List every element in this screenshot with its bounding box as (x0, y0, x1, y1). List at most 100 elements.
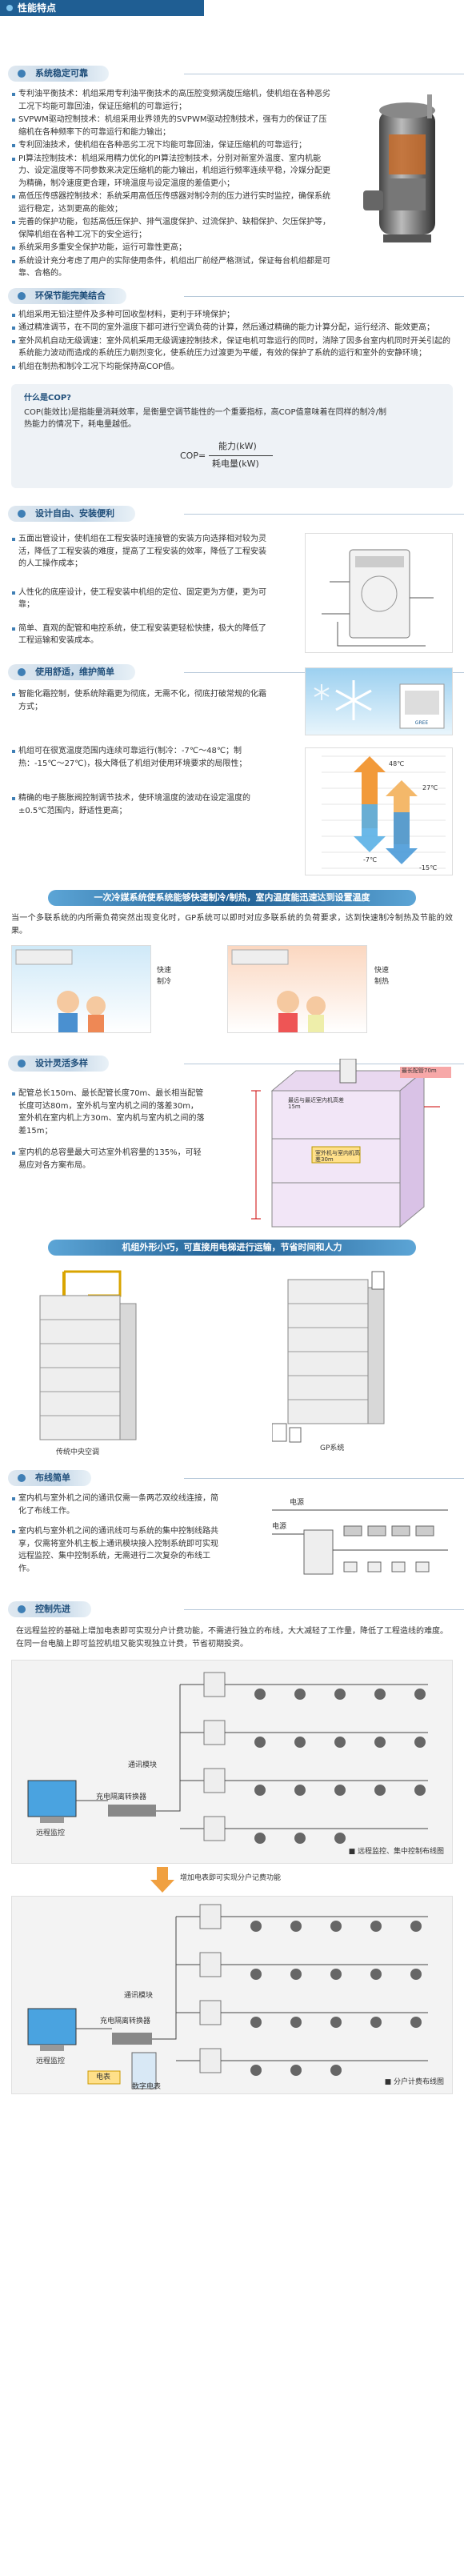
legend-central: ■ 远程监控、集中控制布线图 (348, 1848, 444, 1857)
temp-mid-label: 27℃ (422, 784, 438, 791)
list-item: 专利回油技术，使机组在各种恶劣工况下均能可靠回油，保证压缩机的可靠运行； (11, 139, 333, 152)
list-item: 通过精准调节，在不同的室外温度下都可进行空调负荷的计算，然后通过精确的能力计算分… (11, 322, 453, 335)
legend-billing-text: 分户计费布线图 (393, 2078, 444, 2087)
comm-module-label: 通讯模块 (128, 1761, 158, 1769)
fraction-line (209, 455, 273, 456)
comm-module-label-2: 通讯模块 (124, 1992, 154, 2000)
section-install: 设计自由、安装便利 五面出管设计，使机组在工程安装时连接管的安装方向选择相对较为… (0, 506, 464, 658)
header-bar (0, 0, 204, 16)
list-item: 智能化霜控制，使系统除霜更为彻底，无需不化，彻底打破常规的化霜方式； (11, 688, 269, 713)
section-control: 控制先进 在远程监控的基础上增加电表即可实现分户计费功能，不需进行独立的布线，大… (0, 1601, 464, 2094)
section-title-reliability: 系统稳定可靠 (8, 66, 109, 82)
wiring-list: 室内机与室外机之间的通讯仅需一条两芯双绞线连接，简化了布线工作。 室内机与室外机… (0, 1492, 232, 1575)
divider (184, 1478, 464, 1479)
list-item: 五面出管设计，使机组在工程安装时连接管的安装方向选择相对较为灵活，降低了工程安装… (11, 533, 269, 571)
traditional-ac-caption: 传统中央空调 (56, 1448, 100, 1456)
list-item: 完善的保护功能，包括高低压保护、排气温度保护、过流保护、缺相保护、欠压保护等，保… (11, 216, 333, 241)
list-item: 人性化的底座设计，使工程安装中机组的定位、固定更为方便，更为可靠； (11, 587, 269, 611)
list-item: PI算法控制技术：机组采用精力优化的PI算法控制技术，分别对新室外温度、室内机能… (11, 153, 333, 190)
section-title-eco: 环保节能完美结合 (8, 287, 126, 304)
gp-system-figure: GP系统 (272, 1264, 432, 1456)
reliability-list: 专利油平衡技术：机组采用专利油平衡技术的高压腔变频涡旋压缩机，使机组在各种恶劣工… (0, 88, 344, 280)
control-text: 在远程监控的基础上增加电表即可实现分户计费功能，不需进行独立的布线，大大减轻了工… (16, 1627, 448, 1649)
cop-numerator: 能力(kW) (218, 440, 257, 451)
meter-label: 电表 (96, 2073, 111, 2081)
eco-list: 机组采用无铅注塑件及多种可回收型材料，更利于环境保护； 通过精准调节，在不同的室… (0, 309, 464, 374)
section-title-control: 控制先进 (8, 1601, 91, 1617)
power-label-2: 电源 (272, 1523, 287, 1531)
monitoring-diagram: 通讯模块 充电隔离转换器 远程监控 ■ 远程监控、集中控制布线图 (11, 1660, 453, 1864)
section-title-comfort: 使用舒适，维护简单 (8, 664, 135, 680)
fast-text: 当一个多联系统的内所需负荷突然出现变化时，GP系统可以即时对应多联系统的负荷要求… (11, 914, 453, 935)
fast-figures: 快速制冷 快速制热 (0, 942, 464, 1046)
list-item: 室外风机自动无级调速：室外风机采用无级调速控制技术，保证电机可靠运行的同时，消除… (11, 335, 453, 360)
digital-meter-label: 数字电表 (132, 2083, 162, 2091)
list-item: 室内机与室外机之间的通讯仅需一条两芯双绞线连接，简化了布线工作。 (11, 1492, 221, 1517)
section-fast: 一次冷媒系统使系统能够快速制冷/制热，室内温度能迅速达到设置温度 当一个多联系统… (0, 890, 464, 1046)
list-item: 专利油平衡技术：机组采用专利油平衡技术的高压腔变频涡旋压缩机，使机组在各种恶劣工… (11, 88, 333, 113)
list-item: 高低压传感器控制技术：系统采用高低压传感器对制冷剂的压力进行实时监控，确保系统运… (11, 190, 333, 215)
cop-denominator: 耗电量(kW) (212, 458, 259, 469)
banner-compact: 机组外形小巧，可直接用电梯进行运输，节省时间和人力 (48, 1240, 416, 1256)
section-compact: 机组外形小巧，可直接用电梯进行运输，节省时间和人力 传统中央空调 GP系统 (0, 1240, 464, 1464)
list-item: 精确的电子膨胀阀控制调节技术，使环境温度的波动在设定温度的±0.5℃范围内，舒适… (11, 792, 269, 817)
temp-high-label: 48℃ (389, 760, 404, 767)
legend-central-text: 远程监控、集中控制布线图 (357, 1848, 444, 1857)
compressor-image (355, 86, 453, 254)
temp-low2-label: -15℃ (419, 864, 437, 871)
flexible-list: 配管总长150m、最长配管长度70m、最长相当配管长度可达80m，室外机与室内机… (0, 1088, 216, 1172)
section-comfort: 使用舒适，维护简单 GREE 智能化霜控制，使系统除霜更为彻底，无需不化，彻底打… (0, 664, 464, 880)
billing-diagram: 通讯模块 充电隔离转换器 远程监控 电表 数字电表 ■ 分户计费布线图 (11, 1896, 453, 2094)
list-item: 室内机的总容量最大可达室外机容量的135%，可轻易应对各方案布局。 (11, 1147, 205, 1172)
list-item: SVPWM驱动控制技术：机组采用业界领先的SVPWM驱动控制技术，强有力的保证了… (11, 114, 333, 138)
cooling-caption: 快速制冷 (157, 967, 172, 986)
section-flexible: 设计灵活多样 配管总长150m、最长配管长度70m、最长相当配管长度可达80m，… (0, 1056, 464, 1232)
fig-label-pipe-length: 最长配管70m (402, 1068, 437, 1074)
brand-logo: GREE (415, 720, 429, 726)
cop-formula: COP= 能力(kW) 耗电量(kW) (180, 439, 440, 475)
list-item: 室内机与室外机之间的通讯线可与系统的集中控制线路共享，仅需将室外机主板上通讯模块… (11, 1525, 221, 1575)
section-eco: 环保节能完美结合 机组采用无铅注塑件及多种可回收型材料，更利于环境保护； 通过精… (0, 287, 464, 488)
gp-system-caption: GP系统 (320, 1444, 345, 1452)
wiring-diagram: 电源 电源 (256, 1486, 456, 1586)
fig-label-height-indoor: 最远与最近室内机高差15m (288, 1097, 344, 1111)
building-diagram: 最远与最近室内机高差15m 室外机与室内机高差30m 最长配管70m (240, 1059, 456, 1231)
heating-image (227, 945, 367, 1033)
temperature-range-chart: 48℃ 27℃ -7℃ -15℃ (305, 747, 453, 875)
arrow-transition: 增加电表即可实现分户记费功能 (0, 1864, 464, 1896)
cop-question: 什么是COP? (24, 394, 71, 403)
list-item: 机组可在很宽温度范围内连续可靠运行(制冷：-7℃～48℃；制热：-15℃～27℃… (11, 745, 269, 770)
heating-caption: 快速制热 (374, 967, 390, 986)
converter-label: 充电隔离转换器 (96, 1793, 147, 1801)
pc-label-2: 远程监控 (36, 2057, 66, 2065)
list-item: 系统采用多重安全保护功能，运行可靠性更高； (11, 242, 333, 254)
list-item: 系统设计充分考虑了用户的实际使用条件，机组出厂前经严格测试，保证每台机组都是可靠… (11, 255, 333, 280)
converter-label-2: 充电隔离转换器 (100, 2017, 151, 2025)
section-wiring: 布线简单 室内机与室外机之间的通讯仅需一条两芯双绞线连接，简化了布线工作。 室内… (0, 1470, 464, 1590)
section-title-flexible: 设计灵活多样 (8, 1056, 109, 1072)
install-list: 五面出管设计，使机组在工程安装时连接管的安装方向选择相对较为灵活，降低了工程安装… (0, 533, 280, 647)
divider (184, 514, 464, 515)
banner-fast: 一次冷媒系统使系统能够快速制冷/制热，室内温度能迅速达到设置温度 (48, 890, 416, 906)
pc-label: 远程监控 (36, 1829, 66, 1837)
power-label-1: 电源 (290, 1499, 305, 1507)
section-title-install: 设计自由、安装便利 (8, 506, 135, 522)
section-title-wiring: 布线简单 (8, 1470, 91, 1486)
cop-box: 什么是COP? COP(能效比)是指能量消耗效率，是衡量空调节能性的一个重要指标… (11, 384, 453, 488)
cop-text: COP(能效比)是指能量消耗效率，是衡量空调节能性的一个重要指标，高COP值意味… (24, 407, 386, 430)
temp-low1-label: -7℃ (363, 856, 377, 863)
cooling-image (11, 945, 151, 1033)
divider (184, 1609, 464, 1610)
header: 性能特点 (0, 0, 464, 19)
list-item: 机组在制热和制冷工况下均能保持高COP值。 (11, 361, 453, 374)
list-item: 简单、直观的配管和电控系统，使工程安装更轻松快捷，极大的降低了工程运输和安装成本… (11, 623, 269, 647)
section-reliability: 系统稳定可靠 专利油平衡技术：机组采用专利油平衡技术的高压腔变频涡旋压缩机，使机… (0, 66, 464, 280)
traditional-ac-figure: 传统中央空调 (32, 1264, 192, 1456)
cop-lhs: COP= (180, 450, 206, 461)
snowflake-image: GREE (305, 667, 453, 735)
divider (184, 295, 464, 297)
page-title: 性能特点 (0, 0, 204, 16)
list-item: 机组采用无铅注塑件及多种可回收型材料，更利于环境保护； (11, 309, 453, 322)
list-item: 配管总长150m、最长配管长度70m、最长相当配管长度可达80m，室外机与室内机… (11, 1088, 205, 1137)
